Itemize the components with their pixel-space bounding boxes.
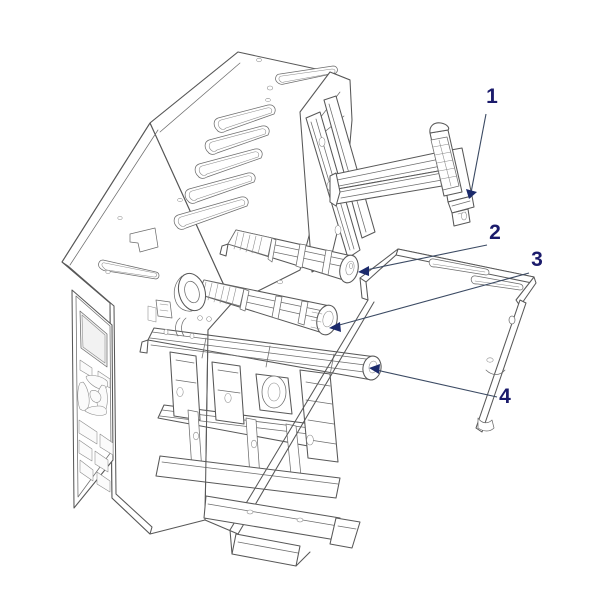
callout-leaders <box>329 113 530 398</box>
arrowhead-4 <box>369 364 380 374</box>
leader-line-1 <box>469 113 487 199</box>
lower-media-mechanism <box>147 279 341 499</box>
callout-numbers: 1 2 3 4 <box>486 85 543 408</box>
leader-line-3 <box>331 272 530 328</box>
callout-label-2: 2 <box>489 221 501 244</box>
ribbon-take-up-spindle <box>219 229 359 284</box>
printhead-assembly <box>329 122 475 227</box>
callout-label-1: 1 <box>486 85 498 108</box>
top-cover-vents <box>173 104 276 230</box>
ribbon-drive-pulley <box>173 272 207 312</box>
arrowhead-2 <box>358 266 369 276</box>
leader-line-2 <box>360 244 488 272</box>
media-door-open <box>229 248 537 535</box>
arrowhead-3 <box>329 322 341 332</box>
leader-line-4 <box>371 368 498 398</box>
control-panel-display <box>79 310 108 368</box>
platen-roller <box>139 327 382 381</box>
callout-label-3: 3 <box>531 248 543 271</box>
printer-base <box>203 329 495 567</box>
callout-label-4: 4 <box>499 385 511 408</box>
arrowhead-1 <box>466 189 477 199</box>
